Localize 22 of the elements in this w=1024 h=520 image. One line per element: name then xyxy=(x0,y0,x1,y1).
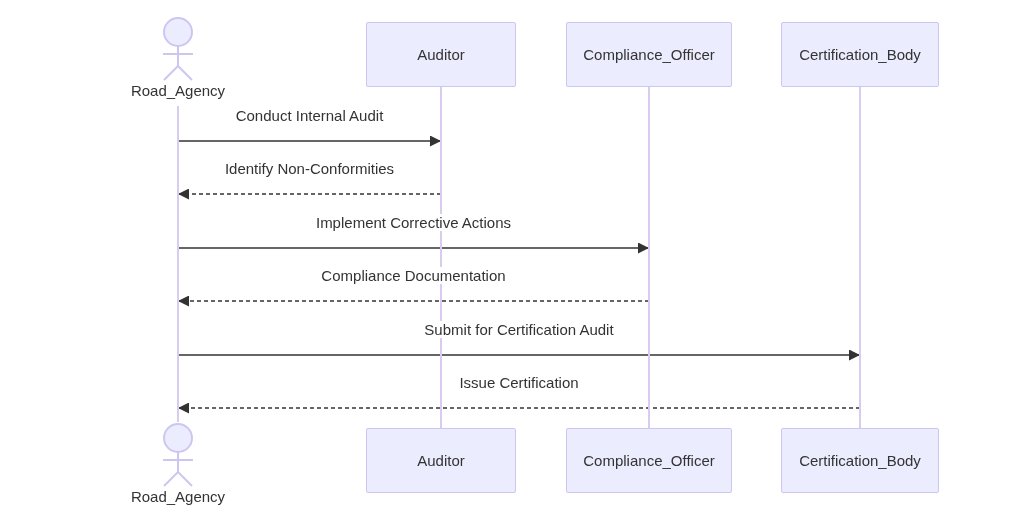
participant-box: Compliance_Officer xyxy=(566,428,732,493)
message-arrow xyxy=(177,188,442,200)
message-arrow xyxy=(177,349,861,361)
participant-box: Certification_Body xyxy=(781,22,939,87)
participant-box: Compliance_Officer xyxy=(566,22,732,87)
lifeline xyxy=(440,87,442,428)
lifeline xyxy=(859,87,861,428)
actor-name: Road_Agency xyxy=(130,82,226,99)
message-arrow xyxy=(177,242,650,254)
participant-box: Auditor xyxy=(366,428,516,493)
lifeline xyxy=(648,87,650,428)
edge-label: Compliance Documentation xyxy=(319,267,508,284)
actor-name: Road_Agency xyxy=(130,488,226,505)
message-arrow xyxy=(177,402,861,414)
edge-label: Issue Certification xyxy=(457,374,581,391)
edge-label: Conduct Internal Audit xyxy=(233,107,386,124)
message-arrow xyxy=(177,295,650,307)
participant-box: Certification_Body xyxy=(781,428,939,493)
message-arrow xyxy=(177,135,442,147)
edge-label: Submit for Certification Audit xyxy=(422,321,616,338)
participant-box: Auditor xyxy=(366,22,516,87)
lifeline xyxy=(177,106,179,422)
